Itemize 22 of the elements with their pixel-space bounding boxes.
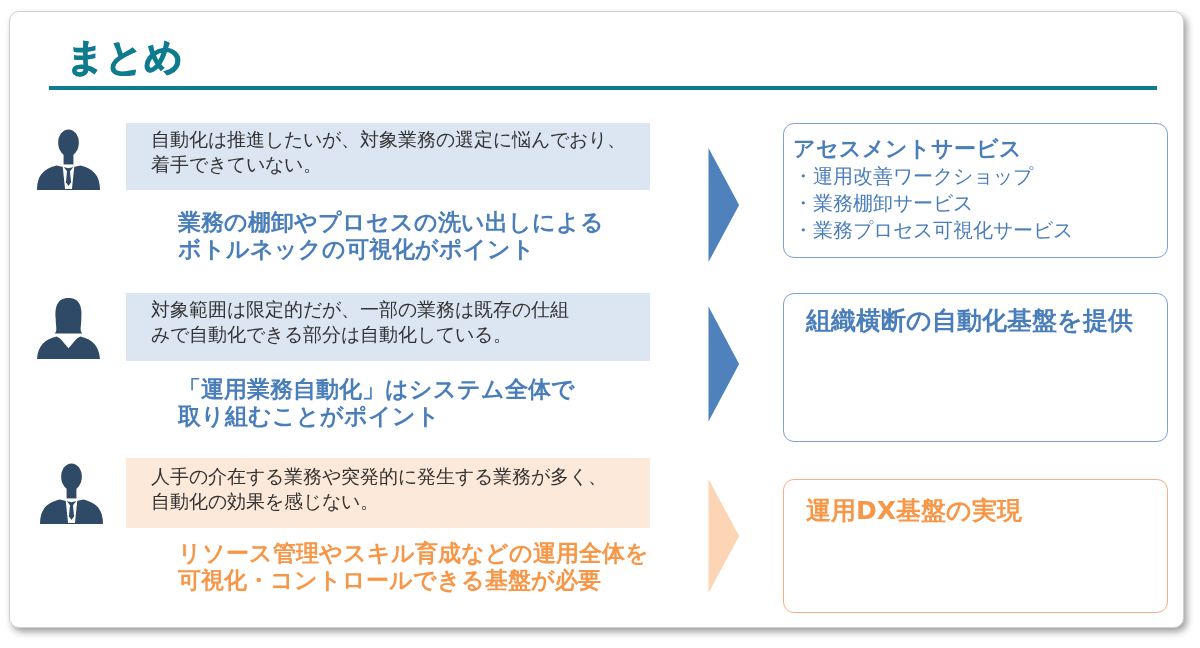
problem-text: 人手の介在する業務や突発的に発生する業務が多く、自動化の効果を感じない。: [151, 464, 608, 514]
key-point-text: 業務の棚卸やプロセスの洗い出しによるボトルネックの可視化がポイント: [178, 209, 605, 263]
chevron-arrow: [708, 306, 740, 422]
title: まとめ: [66, 34, 183, 81]
heading-text: 組織横断の自動化基盤を提供: [806, 305, 1133, 337]
highlight-band: [126, 458, 650, 528]
problem-text: 対象範囲は限定的だが、一部の業務は既存の仕組みで自動化できる部分は自動化している。: [151, 297, 570, 347]
problem-text: 自動化は推進したいが、対象業務の選定に悩んでおり、着手できていない。: [151, 127, 627, 177]
key-point-text: リソース管理やスキル育成などの運用全体を可視化・コントロールできる基盤が必要: [178, 540, 650, 594]
service-panel: [783, 479, 1168, 613]
chevron-arrow: [708, 148, 740, 262]
heading-text: アセスメントサービス: [793, 135, 1022, 163]
list-item: ・業務棚卸サービス: [793, 190, 973, 217]
heading-text: 運用DX基盤の実現: [806, 495, 1023, 527]
service-panel: [783, 123, 1168, 258]
chevron-arrow: [708, 479, 740, 593]
highlight-band: [126, 123, 650, 190]
key-point-text: 「運用業務自動化」はシステム全体で取り組むことがポイント: [178, 376, 576, 430]
service-panel: [783, 293, 1168, 442]
list-item: ・業務プロセス可視化サービス: [793, 217, 1073, 244]
highlight-band: [126, 293, 650, 361]
list-item: ・運用改善ワークショップ: [793, 163, 1033, 190]
